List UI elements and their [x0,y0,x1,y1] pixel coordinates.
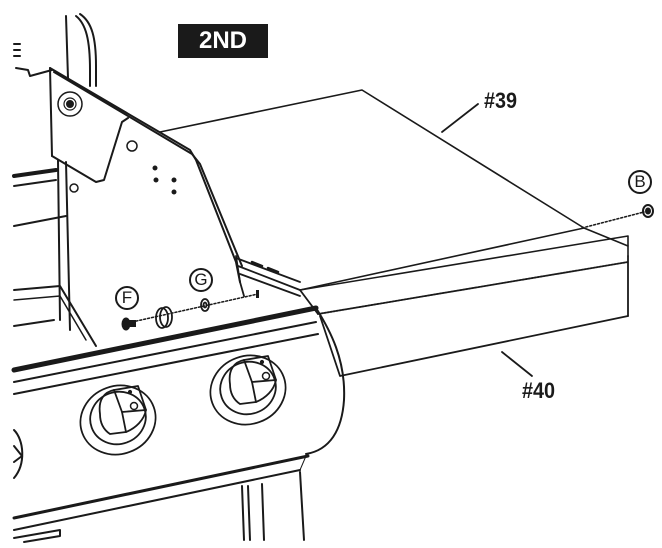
dotted-path-fg [131,293,259,323]
side-bracket [49,67,243,331]
screw-f-icon [121,317,136,331]
spacer-ring-icon [155,306,173,329]
washer-g-icon [200,298,210,312]
grill-lid-arms [13,13,97,87]
hardware-callout-f: F [115,286,139,310]
stud-icon [256,290,259,298]
hardware-callout-g: G [189,268,213,292]
step-badge: 2ND [178,24,268,58]
part-label-40: #40 [522,378,556,403]
hardware-callout-b: B [628,170,652,194]
slotted-rail [235,255,301,297]
cart-legs [241,471,305,541]
firebox-rails [12,168,97,347]
control-panel [11,305,346,543]
leader-line-40 [501,351,533,377]
leader-line-39 [441,103,479,133]
control-knob-left [79,384,157,456]
side-shelf-frame [299,255,629,377]
nut-b-icon [642,204,654,218]
part-label-39: #39 [484,88,518,113]
ignitor-button [13,429,24,479]
side-shelf-top [159,89,629,291]
dotted-path-b [581,211,645,229]
control-knob-right [209,354,287,426]
